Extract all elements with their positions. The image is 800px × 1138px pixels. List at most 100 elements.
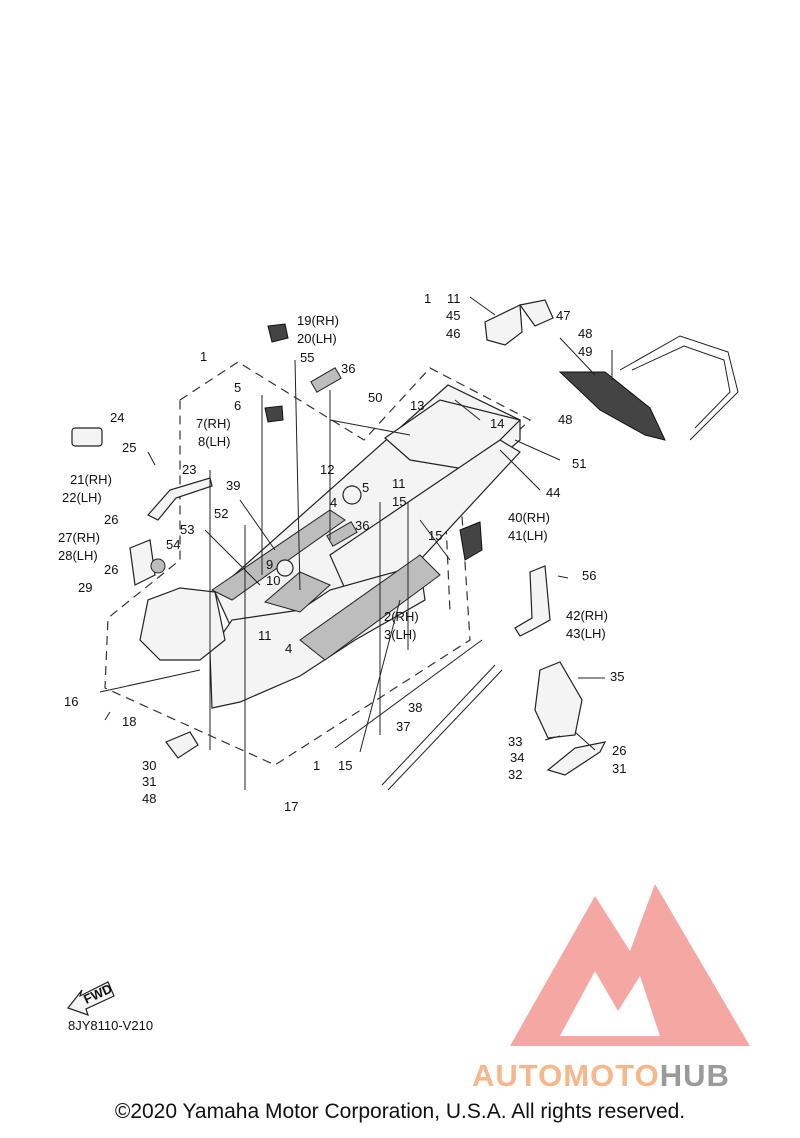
watermark-brand: AUTOMOTOHUB: [472, 1058, 730, 1094]
callout-58: 18: [122, 714, 136, 729]
callout-51: 3(LH): [384, 627, 417, 642]
callout-54: 4: [285, 641, 292, 656]
rod-37: [381, 664, 496, 786]
callout-14: 6: [234, 398, 241, 413]
footwell-insert: [263, 571, 331, 613]
boot-19: [267, 323, 289, 343]
callout-40: 28(LH): [58, 548, 98, 563]
mount-hole-4: [342, 485, 362, 505]
watermark-moto: MOTO: [563, 1058, 660, 1093]
callout-6: 48: [578, 326, 592, 341]
callout-69: 48: [142, 791, 156, 806]
callout-45: 26: [104, 562, 118, 577]
pad-36-mid: [326, 521, 358, 547]
callout-18: 13: [410, 398, 424, 413]
callout-64: 1: [313, 758, 320, 773]
callout-1: 1: [424, 291, 431, 306]
watermark-hub: HUB: [659, 1058, 730, 1093]
bracket-27: [129, 539, 156, 586]
callout-61: 26: [612, 743, 626, 758]
snow-flap: [558, 371, 666, 441]
callout-17: 50: [368, 390, 382, 405]
callout-22: 25: [122, 440, 136, 455]
callout-36: 36: [355, 518, 369, 533]
callout-19: 14: [490, 416, 504, 431]
callout-65: 15: [338, 758, 352, 773]
callout-4: 46: [446, 326, 460, 341]
pad-36-top: [310, 367, 342, 393]
group-boundary-main: [104, 361, 532, 766]
callout-10: 55: [300, 350, 314, 365]
callout-39: 27(RH): [58, 530, 100, 545]
watermark-auto: AUTO: [472, 1058, 564, 1093]
callout-52: 42(RH): [566, 608, 608, 623]
callout-62: 34: [510, 750, 524, 765]
callout-38: 41(LH): [508, 528, 548, 543]
callout-24: 12: [320, 462, 334, 477]
callout-31: 4: [330, 495, 337, 510]
callout-46: 29: [78, 580, 92, 595]
callout-68: 31: [612, 761, 626, 776]
callout-50: 2(RH): [384, 609, 419, 624]
callout-20: 48: [558, 412, 572, 427]
callout-16: 8(LH): [198, 434, 231, 449]
callout-11: 36: [341, 361, 355, 376]
diagram-code: 8JY8110-V210: [68, 1018, 154, 1033]
callout-25: 51: [572, 456, 586, 471]
callout-34: 26: [104, 512, 118, 527]
mount-hole-9: [276, 559, 294, 577]
callout-33: 15: [392, 494, 406, 509]
rear-arm-42: [514, 565, 551, 637]
rear-bumper-tube: [619, 335, 739, 441]
footrest-32: [546, 741, 607, 776]
callout-49: 11: [258, 628, 272, 643]
callout-56: 16: [64, 694, 78, 709]
callout-42: 15: [428, 528, 442, 543]
callout-21: 24: [110, 410, 124, 425]
bumper-bracket: [484, 304, 523, 346]
callout-67: 31: [142, 774, 156, 789]
front-frame: [139, 587, 226, 661]
steering-bar: [147, 477, 213, 521]
callout-60: 33: [508, 734, 522, 749]
rod-16: [99, 669, 201, 693]
leader-lines: [104, 296, 613, 790]
callout-55: 35: [610, 669, 624, 684]
grommet-54: [150, 558, 166, 574]
callout-53: 43(LH): [566, 626, 606, 641]
foot-pad-30: [165, 731, 199, 759]
fwd-arrow-icon: [67, 981, 115, 1016]
bracket-6: [264, 405, 284, 423]
callout-29: 39: [226, 478, 240, 493]
rod-37b: [387, 669, 503, 791]
callout-66: 32: [508, 767, 522, 782]
callout-8: 19(RH): [297, 313, 339, 328]
callout-63: 30: [142, 758, 156, 773]
callout-57: 38: [408, 700, 422, 715]
callout-47: 10: [266, 573, 280, 588]
callout-48: 56: [582, 568, 596, 583]
callout-35: 52: [214, 506, 228, 521]
callout-70: 17: [284, 799, 298, 814]
callout-13: 5: [234, 380, 241, 395]
copyright-notice: ©2020 Yamaha Motor Corporation, U.S.A. A…: [114, 1100, 686, 1123]
callout-26: 44: [546, 485, 560, 500]
callout-3: 45: [446, 308, 460, 323]
callout-5: 47: [556, 308, 570, 323]
callout-23: 23: [182, 462, 196, 477]
rail-38: [334, 639, 483, 749]
automotohub-logo: [510, 884, 750, 1046]
grab-handle-40: [459, 521, 483, 561]
callout-15: 7(RH): [196, 416, 231, 431]
callout-9: 20(LH): [297, 331, 337, 346]
callout-37: 40(RH): [508, 510, 550, 525]
callout-43: 54: [166, 537, 180, 552]
callout-30: 5: [362, 480, 369, 495]
callout-27: 21(RH): [70, 472, 112, 487]
callout-7: 49: [578, 344, 592, 359]
footrest-plate-35: [534, 661, 583, 739]
callout-28: 22(LH): [62, 490, 102, 505]
callout-59: 37: [396, 719, 410, 734]
